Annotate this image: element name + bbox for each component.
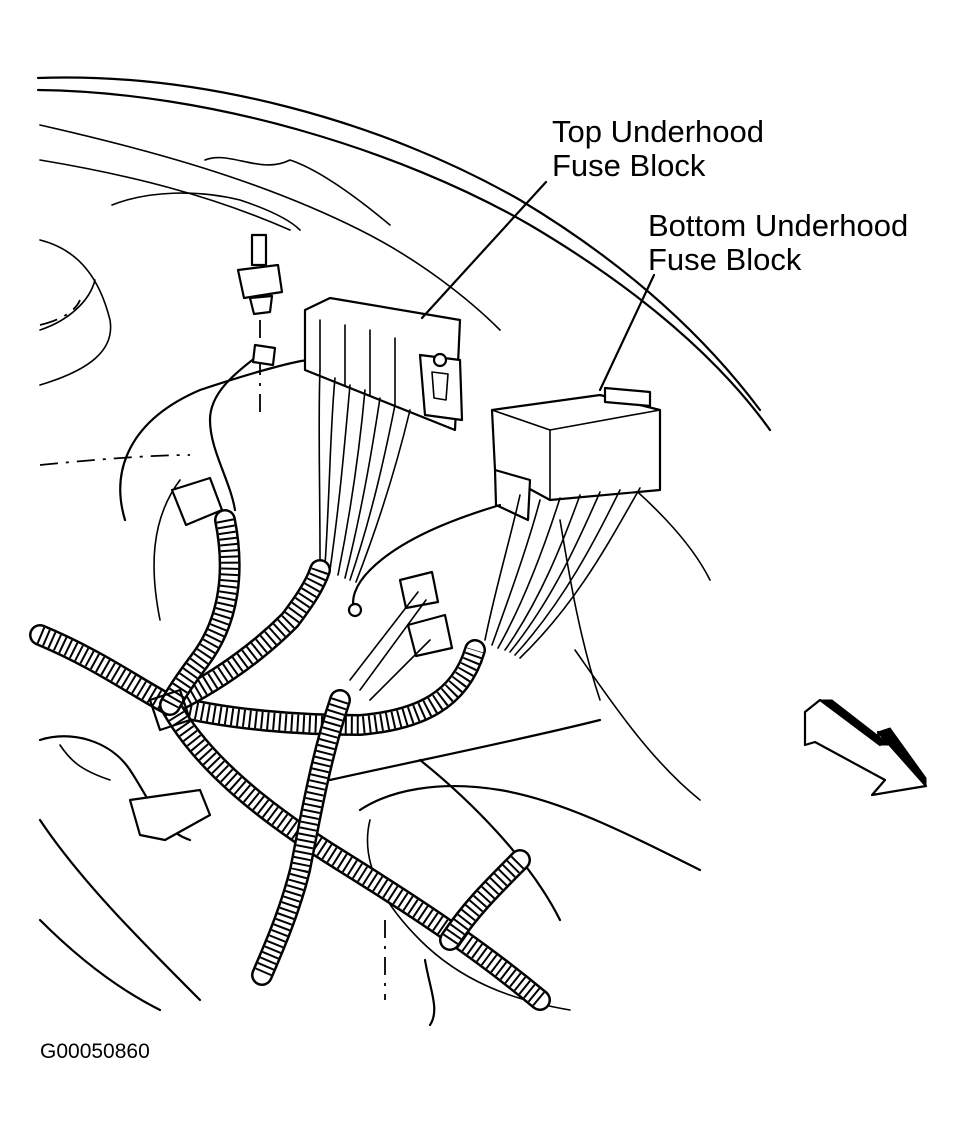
bottom-fuse-block-label-line1: Bottom Underhood [648, 208, 909, 243]
bottom-fuse-block-label-line2: Fuse Block [648, 242, 802, 277]
top-underhood-fuse-block [303, 296, 464, 432]
front-direction-arrow-icon [803, 698, 928, 797]
callout-leaders [420, 180, 656, 392]
ground-stud [236, 233, 284, 420]
figure-id: G00050860 [40, 1040, 150, 1063]
fuse-block-wires [208, 343, 641, 659]
bottom-underhood-fuse-block-label: Bottom Underhood Fuse Block [648, 209, 908, 277]
bottom-underhood-fuse-block [490, 386, 662, 522]
top-fuse-block-label-line2: Fuse Block [552, 148, 706, 183]
bottom-fuse-block-leader [598, 273, 656, 392]
top-fuse-block-leader [420, 180, 548, 320]
main-wiring-harness [29, 509, 551, 1027]
top-fuse-block-label-line1: Top Underhood [552, 114, 764, 149]
fender-outline [36, 76, 772, 1012]
top-underhood-fuse-block-label: Top Underhood Fuse Block [552, 115, 764, 183]
